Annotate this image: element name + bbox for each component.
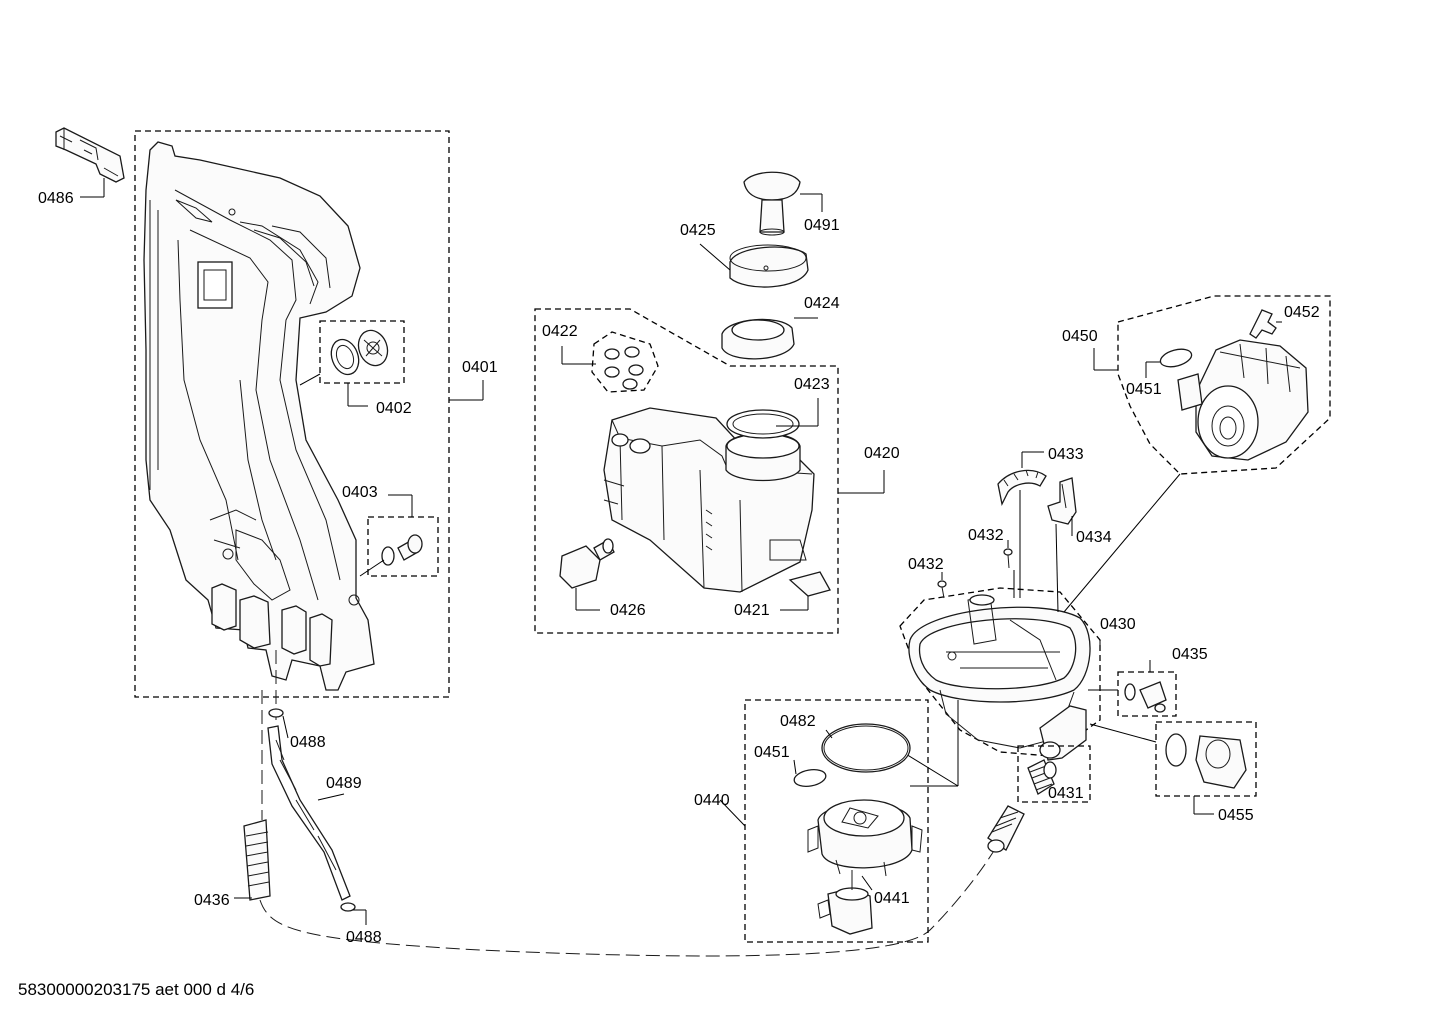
clamp-0451-top[interactable] — [1145, 346, 1194, 378]
label-0403[interactable]: 0403 — [342, 484, 378, 501]
label-0488-lower[interactable]: 0488 — [346, 929, 382, 946]
hose-assembly[interactable] — [234, 650, 1001, 957]
motor-0441[interactable] — [817, 870, 873, 935]
label-0402[interactable]: 0402 — [376, 400, 412, 417]
label-0425[interactable]: 0425 — [680, 222, 716, 239]
label-0455[interactable]: 0455 — [1218, 807, 1254, 824]
bracket-0434[interactable] — [1047, 477, 1077, 613]
label-0433[interactable]: 0433 — [1048, 446, 1084, 463]
label-0421[interactable]: 0421 — [734, 602, 770, 619]
label-0436[interactable]: 0436 — [194, 892, 230, 909]
part-labels: 0401 0402 0403 0486 0488 0488 0489 0436 … — [38, 190, 1320, 946]
label-0430[interactable]: 0430 — [1100, 616, 1136, 633]
connector-hose-end[interactable] — [987, 805, 1025, 853]
label-0426[interactable]: 0426 — [610, 602, 646, 619]
label-0423[interactable]: 0423 — [794, 376, 830, 393]
label-0451-top[interactable]: 0451 — [1126, 381, 1162, 398]
nut-0424[interactable] — [721, 317, 818, 360]
label-0452[interactable]: 0452 — [1284, 304, 1320, 321]
sump-0430[interactable] — [908, 594, 1091, 761]
sensor-0435[interactable] — [1088, 660, 1177, 717]
group-0430-frame — [899, 473, 1181, 787]
fitting-group-0403[interactable] — [359, 494, 439, 577]
label-0420[interactable]: 0420 — [864, 445, 900, 462]
label-0450[interactable]: 0450 — [1062, 328, 1098, 345]
pump-housing-0440[interactable] — [807, 799, 923, 877]
label-0441[interactable]: 0441 — [874, 890, 910, 907]
filter-0431[interactable] — [1017, 745, 1091, 803]
label-0432-upper[interactable]: 0432 — [968, 527, 1004, 544]
seal-group-0402[interactable] — [299, 320, 405, 407]
valve-0426[interactable] — [559, 538, 615, 611]
label-0482[interactable]: 0482 — [780, 713, 816, 730]
group-0450-frame — [1093, 295, 1331, 475]
label-0451-bottom[interactable]: 0451 — [754, 744, 790, 761]
document-footer-code: 58300000203175 aet 000 d 4/6 — [18, 980, 255, 999]
group-0420-frame — [534, 308, 885, 634]
ring-0482[interactable] — [821, 723, 911, 773]
label-0401[interactable]: 0401 — [462, 359, 498, 376]
clamp-0452[interactable] — [1249, 309, 1282, 339]
label-0440[interactable]: 0440 — [694, 792, 730, 809]
group-0401-frame — [134, 130, 484, 698]
screw-0432-lower[interactable] — [937, 572, 947, 599]
label-0491[interactable]: 0491 — [804, 217, 840, 234]
clip-0433[interactable] — [997, 451, 1047, 598]
label-0431[interactable]: 0431 — [1048, 785, 1084, 802]
seals-0422[interactable] — [561, 331, 659, 393]
label-0434[interactable]: 0434 — [1076, 529, 1112, 546]
softener-0421[interactable] — [603, 398, 831, 611]
pump-0455[interactable] — [1089, 721, 1257, 815]
label-0488-upper[interactable]: 0488 — [290, 734, 326, 751]
screw-0432-upper[interactable] — [1003, 540, 1015, 598]
label-0486[interactable]: 0486 — [38, 190, 74, 207]
label-0489[interactable]: 0489 — [326, 775, 362, 792]
cap-0491[interactable] — [743, 171, 823, 236]
label-0435[interactable]: 0435 — [1172, 646, 1208, 663]
label-0432-lower[interactable]: 0432 — [908, 556, 944, 573]
lid-0425[interactable] — [699, 243, 809, 288]
side-panel-0401[interactable] — [143, 141, 375, 691]
heat-pump-0450[interactable] — [1177, 339, 1309, 461]
clamp-0451-bottom[interactable] — [793, 759, 827, 789]
label-0422[interactable]: 0422 — [542, 323, 578, 340]
bracket-0486[interactable] — [55, 127, 125, 198]
label-0424[interactable]: 0424 — [804, 295, 840, 312]
